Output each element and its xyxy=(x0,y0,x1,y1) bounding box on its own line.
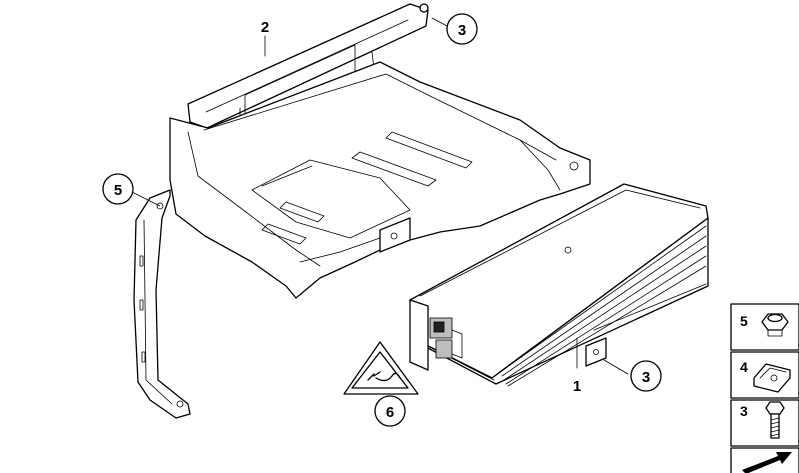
clip-nut-icon xyxy=(753,363,791,393)
legend-item-bolt: 3 xyxy=(730,399,799,447)
svg-text:6: 6 xyxy=(386,404,394,421)
hex-nut-icon xyxy=(761,313,789,337)
hex-bolt-icon xyxy=(765,401,785,439)
legend-item-clip: 4 xyxy=(730,351,799,399)
arrow-up-right-icon xyxy=(742,452,792,473)
mounting-bracket xyxy=(133,3,591,419)
svg-text:3: 3 xyxy=(642,369,650,386)
svg-text:5: 5 xyxy=(114,182,122,199)
warning-plug-symbol xyxy=(343,341,419,395)
svg-text:3: 3 xyxy=(740,403,748,419)
callout-2: 2 xyxy=(261,19,269,36)
svg-text:2: 2 xyxy=(261,19,269,36)
legend: 5 4 3 xyxy=(730,303,799,473)
amplifier-module xyxy=(409,183,709,387)
callout-6: 6 xyxy=(374,395,406,427)
svg-text:1: 1 xyxy=(573,378,581,395)
callout-1: 1 xyxy=(573,378,581,395)
plug-icon xyxy=(367,371,401,382)
callout-3-top: 3 xyxy=(446,13,478,45)
svg-text:5: 5 xyxy=(740,313,748,329)
callout-3-amp: 3 xyxy=(630,360,662,392)
legend-item-nut: 5 xyxy=(730,303,799,351)
legend-item-arrow xyxy=(730,447,799,473)
svg-text:4: 4 xyxy=(740,359,748,375)
svg-text:3: 3 xyxy=(458,22,466,39)
callout-5-left: 5 xyxy=(102,173,134,205)
